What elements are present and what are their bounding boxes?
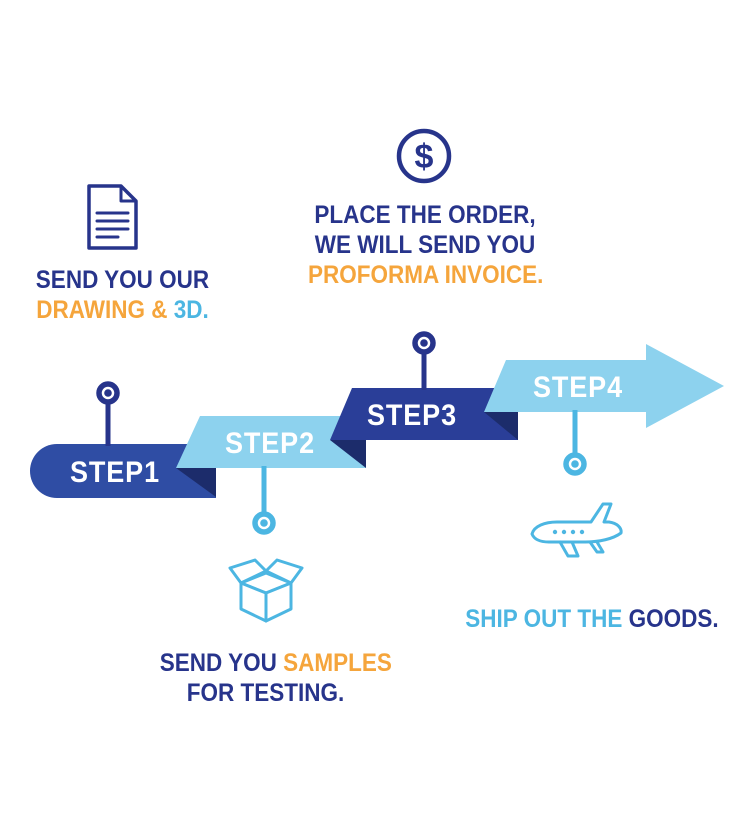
step4-arrow-banner xyxy=(484,344,724,428)
caption-line: DRAWING & 3D. xyxy=(21,295,224,325)
box-icon xyxy=(228,558,304,623)
connector-dot xyxy=(260,519,268,527)
document-text-lines xyxy=(95,211,130,239)
dollar-circle xyxy=(396,128,452,184)
step3-connector xyxy=(412,331,436,390)
caption-line: FOR TESTING. xyxy=(160,678,372,708)
plane-window xyxy=(561,529,567,535)
box-right-face xyxy=(264,581,293,623)
step1-label: STEP1 xyxy=(70,456,160,490)
ribbon-fold xyxy=(484,412,518,440)
caption-text: 3D. xyxy=(173,296,209,324)
connector-dot xyxy=(420,339,428,347)
step1-caption: SEND YOU OUR DRAWING & 3D. xyxy=(21,265,224,325)
caption-line: PROFORMA INVOICE. xyxy=(308,260,544,290)
plane-window xyxy=(552,529,558,535)
caption-text: SHIP OUT THE xyxy=(465,605,629,633)
document-icon xyxy=(87,184,138,250)
plane-window xyxy=(579,529,585,535)
step3-banner xyxy=(330,388,518,440)
caption-line: SEND YOU OUR xyxy=(21,265,224,295)
step1-connector xyxy=(96,381,120,446)
caption-text: PROFORMA INVOICE. xyxy=(308,261,544,289)
caption-text: GOODS. xyxy=(628,605,719,633)
step2-label: STEP2 xyxy=(225,427,315,461)
caption-text: DRAWING & xyxy=(36,296,174,324)
plane-wing xyxy=(558,540,580,558)
caption-line: SEND YOU SAMPLES xyxy=(159,648,392,678)
caption-line: PLACE THE ORDER, xyxy=(308,200,542,230)
step1-banner xyxy=(30,444,216,498)
plane-window xyxy=(570,529,576,535)
step2-caption: SEND YOU SAMPLES FOR TESTING. xyxy=(159,648,392,708)
step4-label: STEP4 xyxy=(533,371,623,405)
caption-text: WE WILL SEND YOU xyxy=(314,231,536,259)
dollar-glyph: $ xyxy=(415,138,434,176)
step4-connector xyxy=(563,410,587,476)
caption-line: SHIP OUT THE GOODS. xyxy=(465,604,718,634)
caption-text: SEND YOU OUR xyxy=(35,266,210,294)
step4-caption: SHIP OUT THE GOODS. xyxy=(465,604,718,634)
connector-dot xyxy=(571,460,579,468)
document-fold xyxy=(119,184,138,203)
step3-label: STEP3 xyxy=(367,399,457,433)
caption-line: WE WILL SEND YOU xyxy=(308,230,542,260)
plane-tail-wing xyxy=(588,540,605,554)
step2-connector xyxy=(252,466,276,535)
plane-icon xyxy=(530,502,623,558)
plane-body xyxy=(530,502,623,544)
step2-banner xyxy=(176,416,366,468)
caption-text: SAMPLES xyxy=(283,649,392,677)
ribbon-fold xyxy=(176,468,216,497)
caption-text: FOR TESTING. xyxy=(186,679,345,707)
dollar-icon: $ xyxy=(396,128,452,184)
ribbon-fold xyxy=(330,440,366,468)
caption-text: PLACE THE ORDER, xyxy=(314,201,536,229)
connector-dot xyxy=(104,389,112,397)
step3-caption: PLACE THE ORDER, WE WILL SEND YOU PROFOR… xyxy=(308,200,544,290)
caption-text: SEND YOU xyxy=(159,649,284,677)
